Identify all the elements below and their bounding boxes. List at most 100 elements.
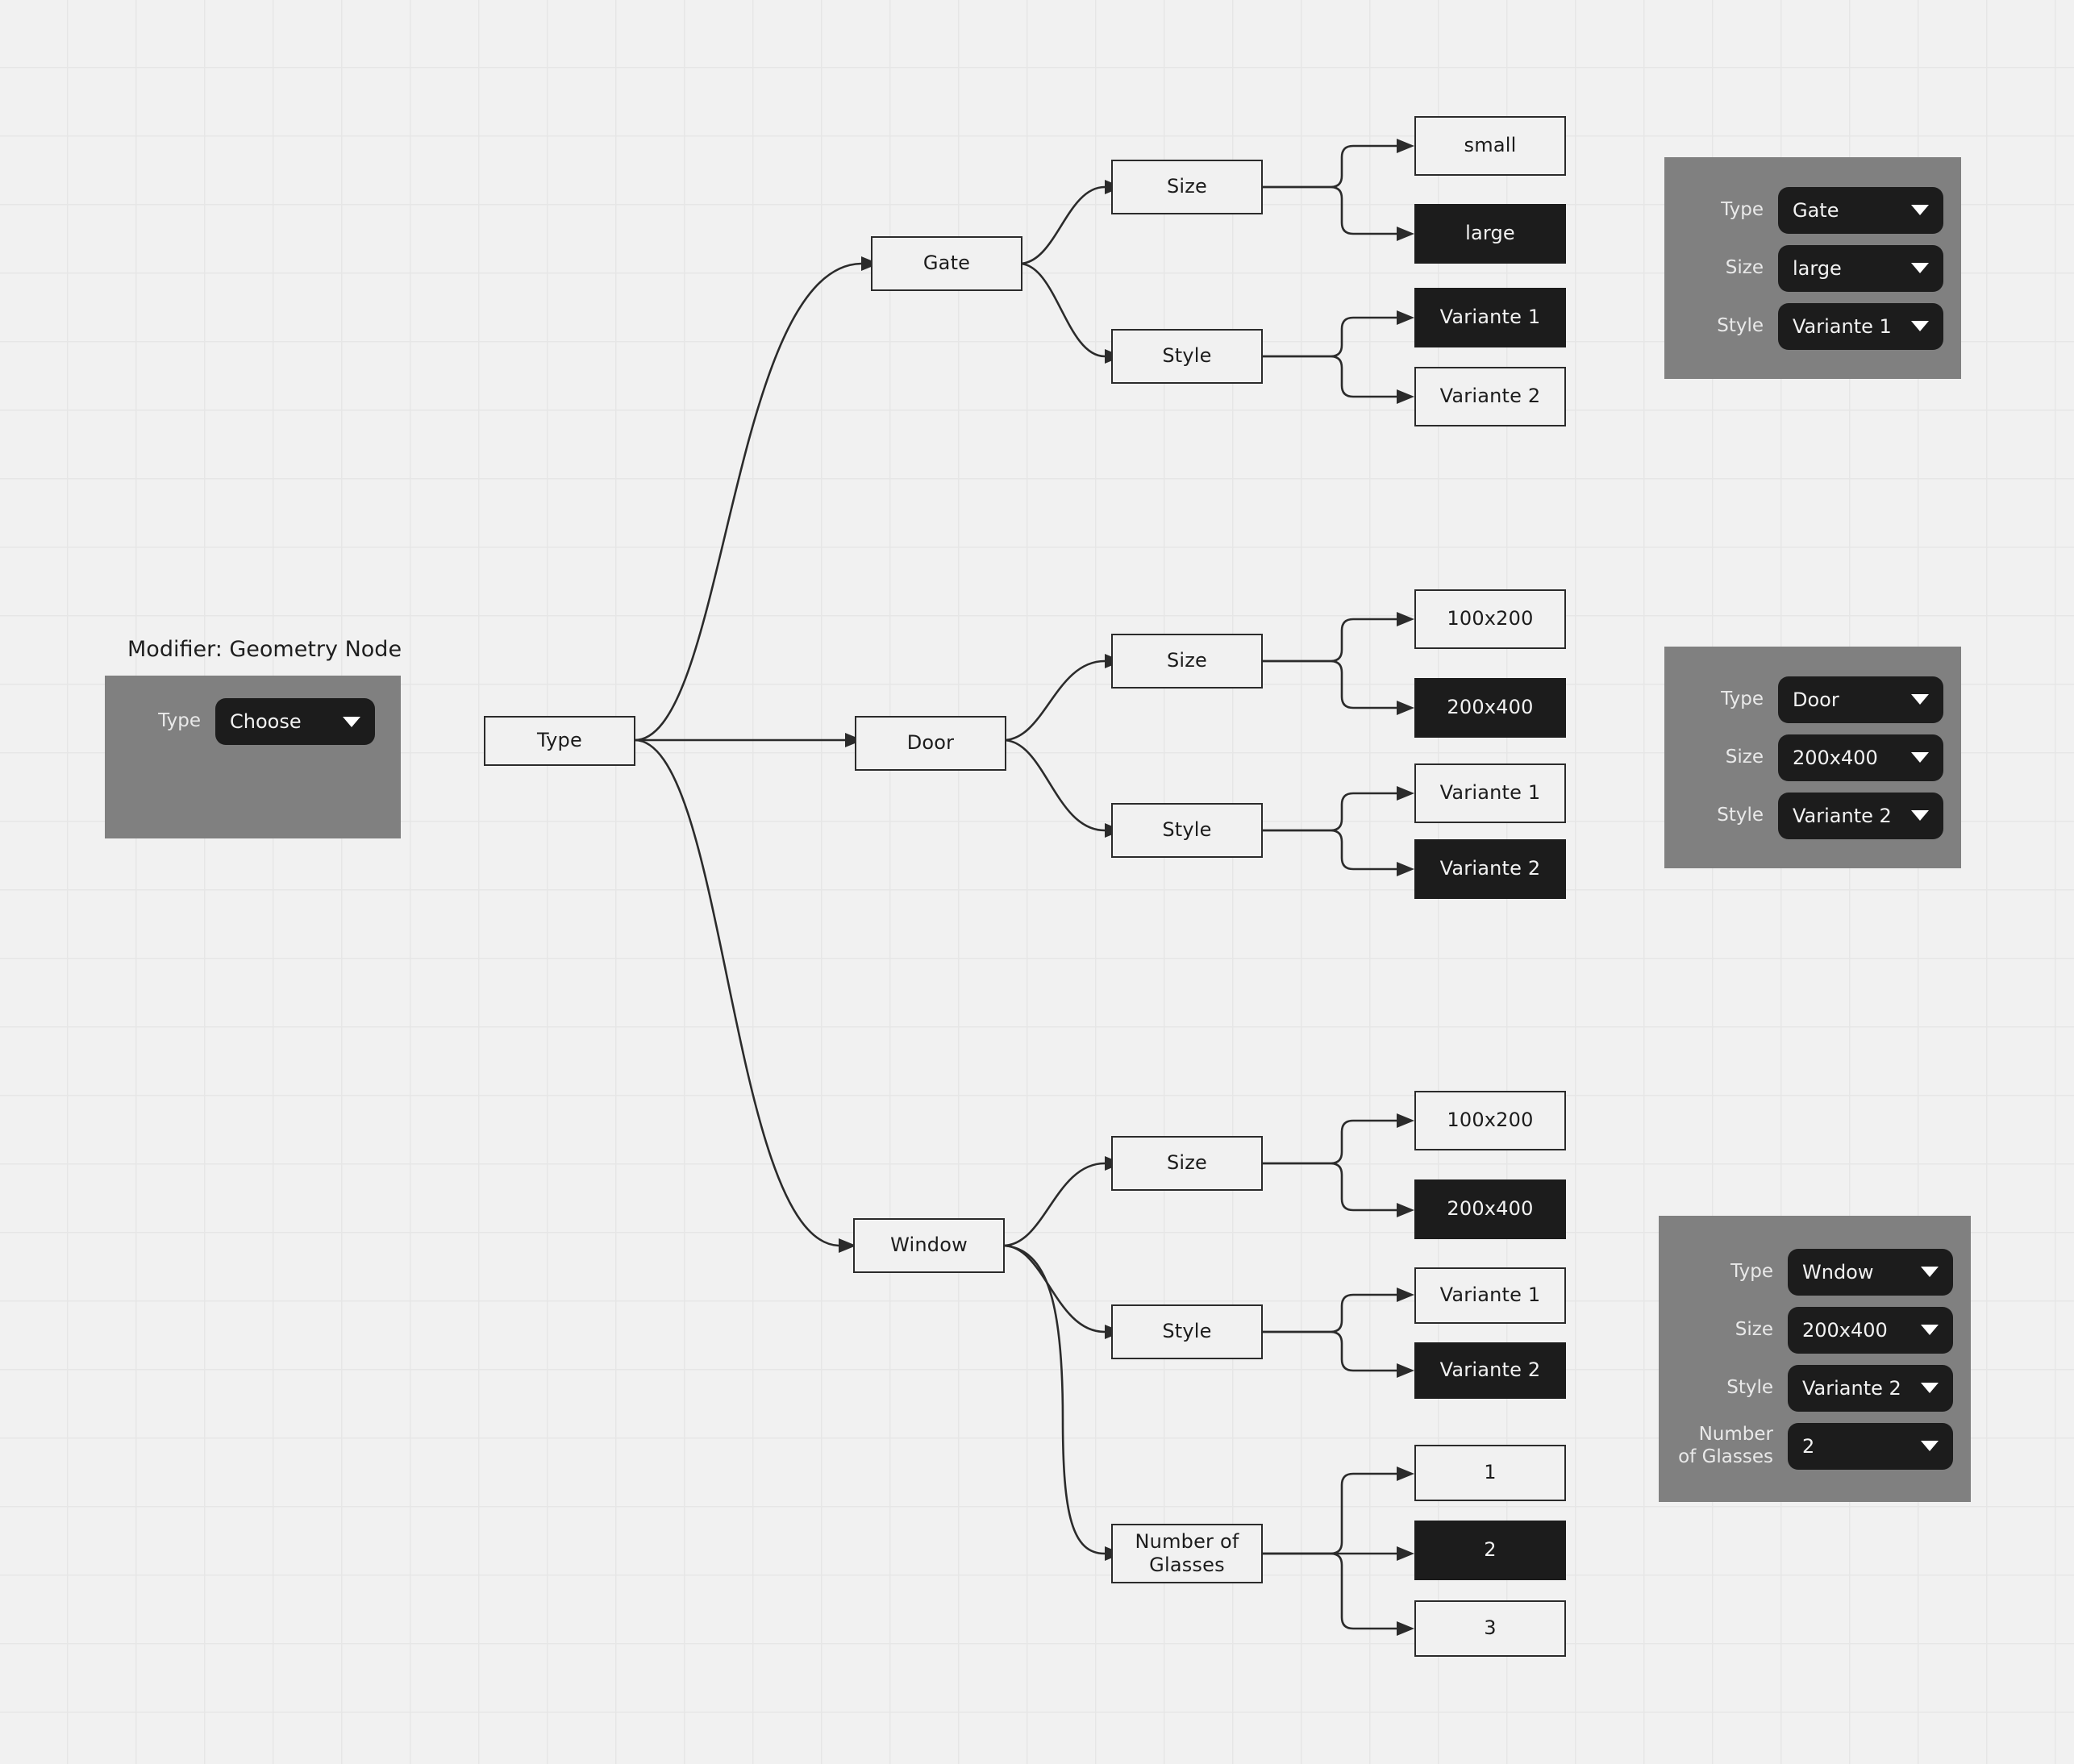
chevron-down-icon xyxy=(1921,1267,1939,1277)
gate-panel-row-size: Size large xyxy=(1664,244,1961,292)
node-window-size[interactable]: Size xyxy=(1111,1136,1263,1191)
option-glasses-1[interactable]: 1 xyxy=(1414,1445,1566,1501)
node-window-label: Window xyxy=(890,1234,968,1257)
option-window-size-100x200[interactable]: 100x200 xyxy=(1414,1091,1566,1150)
edge-winsize-100x200 xyxy=(1263,1119,1397,1165)
edge-type-window xyxy=(634,738,839,1247)
edge-door-size xyxy=(1002,659,1106,742)
gate-panel-select-type-value: Gate xyxy=(1793,198,1839,222)
edge-gatesize-small xyxy=(1263,144,1397,189)
node-door-style[interactable]: Style xyxy=(1111,803,1263,858)
gate-panel-label-size: Size xyxy=(1725,256,1764,278)
option-door-size-200x400-label: 200x400 xyxy=(1447,696,1534,719)
option-window-style-v2[interactable]: Variante 2 xyxy=(1414,1342,1566,1399)
option-door-style-v1[interactable]: Variante 1 xyxy=(1414,763,1566,823)
window-panel-select-type[interactable]: Wndow xyxy=(1788,1248,1953,1296)
door-panel-row-style: Style Variante 2 xyxy=(1664,792,1961,839)
chevron-down-icon xyxy=(1911,694,1929,705)
gate-panel: Type Gate Size large Style Variante 1 xyxy=(1664,157,1961,379)
gate-panel-row-style: Style Variante 1 xyxy=(1664,302,1961,350)
option-window-size-100x200-label: 100x200 xyxy=(1447,1109,1534,1132)
arrowhead-doorsize-100x200 xyxy=(1397,612,1414,626)
node-gate-style[interactable]: Style xyxy=(1111,329,1263,384)
arrowhead-gatestyle-v2 xyxy=(1397,389,1414,404)
window-panel-row-style: Style Variante 2 xyxy=(1659,1364,1971,1412)
window-panel-label-glasses: Number of Glasses xyxy=(1678,1424,1773,1467)
node-door-size[interactable]: Size xyxy=(1111,634,1263,689)
chevron-down-icon xyxy=(1911,263,1929,273)
option-gate-style-v1-label: Variante 1 xyxy=(1439,306,1541,329)
node-gate[interactable]: Gate xyxy=(871,236,1022,291)
chevron-down-icon xyxy=(1911,321,1929,331)
node-window-style[interactable]: Style xyxy=(1111,1304,1263,1359)
gate-panel-select-size-value: large xyxy=(1793,256,1842,280)
option-glasses-1-label: 1 xyxy=(1484,1461,1497,1484)
arrowhead-glasses-3 xyxy=(1397,1621,1414,1636)
arrowhead-glasses-1 xyxy=(1397,1467,1414,1481)
edge-glasses-1 xyxy=(1263,1472,1397,1555)
edge-gatesize-large xyxy=(1263,185,1397,235)
gate-panel-select-style[interactable]: Variante 1 xyxy=(1778,302,1943,350)
door-panel-select-style-value: Variante 2 xyxy=(1793,804,1892,827)
edge-doorstyle-v1 xyxy=(1263,792,1397,832)
window-panel-row-glasses: Number of Glasses 2 xyxy=(1659,1422,1971,1470)
option-glasses-2[interactable]: 2 xyxy=(1414,1521,1566,1580)
option-gate-size-large[interactable]: large xyxy=(1414,204,1566,264)
option-door-size-200x400[interactable]: 200x400 xyxy=(1414,678,1566,738)
gate-panel-select-style-value: Variante 1 xyxy=(1793,314,1892,338)
window-panel-select-glasses[interactable]: 2 xyxy=(1788,1422,1953,1470)
gate-panel-label-style: Style xyxy=(1717,314,1764,336)
option-door-style-v2[interactable]: Variante 2 xyxy=(1414,839,1566,899)
option-gate-size-small[interactable]: small xyxy=(1414,116,1566,176)
window-panel-select-size[interactable]: 200x400 xyxy=(1788,1306,1953,1354)
option-gate-style-v2[interactable]: Variante 2 xyxy=(1414,367,1566,426)
door-panel-select-style[interactable]: Variante 2 xyxy=(1778,792,1943,839)
option-glasses-3[interactable]: 3 xyxy=(1414,1600,1566,1657)
window-panel-label-style: Style xyxy=(1726,1376,1773,1398)
gate-panel-label-type: Type xyxy=(1721,198,1764,220)
option-window-style-v1[interactable]: Variante 1 xyxy=(1414,1267,1566,1324)
edge-doorsize-200x400 xyxy=(1263,659,1397,709)
node-gate-label: Gate xyxy=(922,252,971,275)
option-door-style-v1-label: Variante 1 xyxy=(1439,781,1541,805)
node-window-size-label: Size xyxy=(1166,1151,1208,1175)
edge-doorsize-100x200 xyxy=(1263,618,1397,663)
arrowhead-gatesize-large xyxy=(1397,227,1414,241)
arrowhead-winstyle-v1 xyxy=(1397,1288,1414,1302)
node-door-style-label: Style xyxy=(1162,818,1212,842)
option-door-size-100x200[interactable]: 100x200 xyxy=(1414,589,1566,649)
option-door-size-100x200-label: 100x200 xyxy=(1447,607,1534,630)
edge-window-glasses xyxy=(1002,1244,1106,1555)
edge-winstyle-v2 xyxy=(1263,1330,1397,1372)
arrowhead-gatestyle-v1 xyxy=(1397,310,1414,325)
option-gate-size-large-label: large xyxy=(1465,222,1515,245)
option-window-size-200x400[interactable]: 200x400 xyxy=(1414,1179,1566,1239)
edge-winstyle-v1 xyxy=(1263,1293,1397,1333)
node-window-glasses[interactable]: Number of Glasses xyxy=(1111,1524,1263,1583)
edge-gate-style xyxy=(1018,262,1106,358)
edge-gatestyle-v1 xyxy=(1263,316,1397,358)
chevron-down-icon xyxy=(1911,810,1929,821)
door-panel: Type Door Size 200x400 Style Variante 2 xyxy=(1664,647,1961,868)
window-panel: Type Wndow Size 200x400 Style Variante 2… xyxy=(1659,1216,1971,1502)
option-window-style-v1-label: Variante 1 xyxy=(1439,1283,1541,1307)
gate-panel-select-type[interactable]: Gate xyxy=(1778,186,1943,234)
door-panel-select-size-value: 200x400 xyxy=(1793,746,1878,769)
node-type-root[interactable]: Type xyxy=(484,716,635,766)
modifier-select-type[interactable]: Choose xyxy=(215,698,375,745)
node-gate-size[interactable]: Size xyxy=(1111,160,1263,214)
node-window[interactable]: Window xyxy=(853,1218,1005,1273)
door-panel-row-size: Size 200x400 xyxy=(1664,734,1961,781)
edge-doorstyle-v2 xyxy=(1263,829,1397,871)
door-panel-select-size[interactable]: 200x400 xyxy=(1778,734,1943,781)
window-panel-select-style[interactable]: Variante 2 xyxy=(1788,1364,1953,1412)
node-door[interactable]: Door xyxy=(855,716,1006,771)
edge-glasses-3 xyxy=(1263,1552,1397,1630)
door-panel-select-type[interactable]: Door xyxy=(1778,676,1943,723)
edge-window-style xyxy=(1002,1244,1106,1333)
edge-type-gate xyxy=(634,262,862,742)
gate-panel-select-size[interactable]: large xyxy=(1778,244,1943,292)
option-gate-style-v1[interactable]: Variante 1 xyxy=(1414,288,1566,347)
edge-door-style xyxy=(1002,738,1106,832)
option-glasses-3-label: 3 xyxy=(1484,1616,1497,1640)
